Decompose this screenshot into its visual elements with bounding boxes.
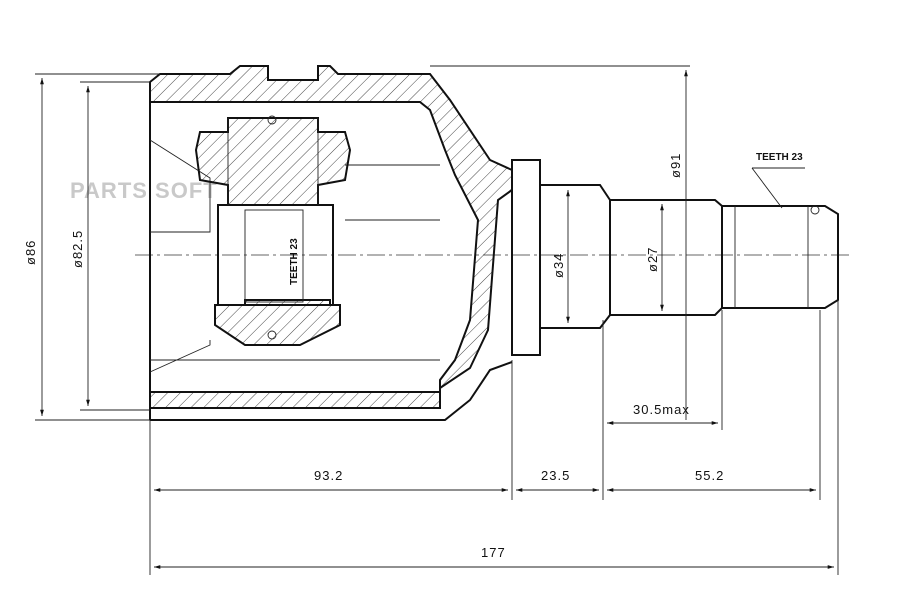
housing-inner-face-low bbox=[149, 340, 211, 373]
dia-86-label: ø86 bbox=[23, 240, 38, 265]
len-30-5-label: 30.5max bbox=[633, 402, 690, 417]
tripod-top bbox=[194, 117, 352, 206]
watermark-text: PARTS SOFT bbox=[70, 178, 218, 203]
len-55-2-label: 55.2 bbox=[695, 468, 724, 483]
len-23-5-label: 23.5 bbox=[541, 468, 570, 483]
housing-bottom-edge bbox=[150, 361, 513, 421]
dia-34-label: ø34 bbox=[551, 253, 566, 278]
len-177-label: 177 bbox=[481, 545, 506, 560]
inner-race bbox=[217, 204, 334, 306]
stub-shaft bbox=[511, 159, 839, 356]
dia-91-label: ø91 bbox=[668, 153, 683, 178]
teeth-outer-leader bbox=[751, 167, 783, 209]
tripod-spider: TEETH 23 bbox=[194, 115, 352, 346]
housing-inner-face bbox=[149, 139, 211, 233]
inner-race-spline bbox=[244, 209, 304, 303]
tripod-bottom bbox=[214, 299, 341, 346]
shaft-collar bbox=[511, 159, 541, 356]
housing bbox=[149, 65, 513, 421]
dia-27-label: ø27 bbox=[645, 247, 660, 272]
dia-82-5-label: ø82.5 bbox=[70, 230, 85, 268]
shaft-middle-section bbox=[610, 199, 723, 316]
len-93-2-label: 93.2 bbox=[314, 468, 343, 483]
housing-top-wall bbox=[149, 65, 513, 409]
teeth-inner-label: TEETH 23 bbox=[289, 238, 300, 285]
shaft-groove-mark bbox=[810, 205, 820, 215]
teeth-outer-label: TEETH 23 bbox=[756, 152, 803, 163]
roller-mark-bottom bbox=[267, 330, 277, 340]
shaft-spline-end bbox=[722, 205, 839, 309]
roller-mark-top bbox=[267, 115, 277, 125]
